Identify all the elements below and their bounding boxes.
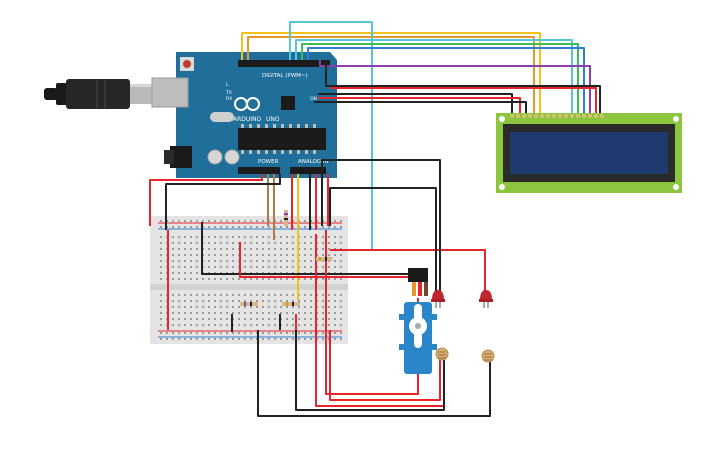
arduino-brand: ARDUINO (233, 116, 262, 123)
on-led-label: ON (310, 96, 317, 102)
breadboard[interactable] (150, 216, 348, 344)
arduino-logo-icon (234, 97, 260, 111)
wires (149, 21, 601, 417)
servo-icon[interactable] (399, 268, 437, 374)
resistor-bottom-left (240, 302, 258, 306)
photoresistor-icon[interactable] (481, 349, 495, 363)
resistor-top (284, 210, 288, 226)
arduino-model: UNO (266, 116, 280, 123)
photoresistor-icon[interactable] (435, 347, 449, 361)
led-icon[interactable] (479, 290, 493, 308)
tx-led-label: TX (225, 90, 232, 96)
rx-led-label: RX (226, 96, 232, 102)
resistor-bottom-right (282, 302, 300, 306)
arduino-uno-board[interactable]: ARDUINO UNO DIGITAL (PWM~) ANALOG IN POW… (151, 52, 337, 178)
usb-plug-icon[interactable] (44, 79, 155, 109)
digital-header-label: DIGITAL (PWM~) (262, 73, 308, 79)
power-header-label: POWER (258, 159, 279, 165)
lcd-16x2-display[interactable] (496, 113, 682, 193)
lcd-screen (510, 132, 668, 174)
analog-header-label: ANALOG IN (298, 159, 329, 165)
l-led-label: L (226, 82, 229, 88)
led-icon[interactable] (431, 290, 445, 308)
resistor-right (316, 257, 332, 261)
